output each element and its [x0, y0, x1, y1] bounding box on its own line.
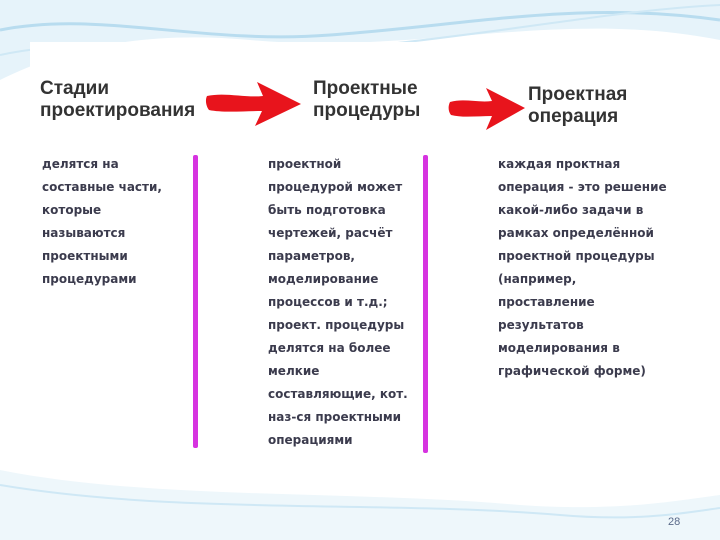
column-divider [423, 155, 428, 453]
heading-design-operation: Проектная операция [528, 84, 628, 127]
stages-description: делятся на составные части, которые назы… [42, 157, 162, 286]
page-number: 28 [668, 516, 681, 528]
heading-design-procedures: Проектные процедуры [313, 78, 421, 121]
right-arrow-icon [448, 88, 525, 130]
procedures-description: проектной процедурой может быть подготов… [268, 157, 408, 447]
heading-design-stages: Стадии проектирования [40, 78, 196, 121]
right-arrow-icon [205, 82, 301, 126]
content-panel [30, 42, 695, 472]
column-divider [193, 155, 198, 448]
operation-description: каждая проктная операция - это решение к… [498, 157, 667, 378]
